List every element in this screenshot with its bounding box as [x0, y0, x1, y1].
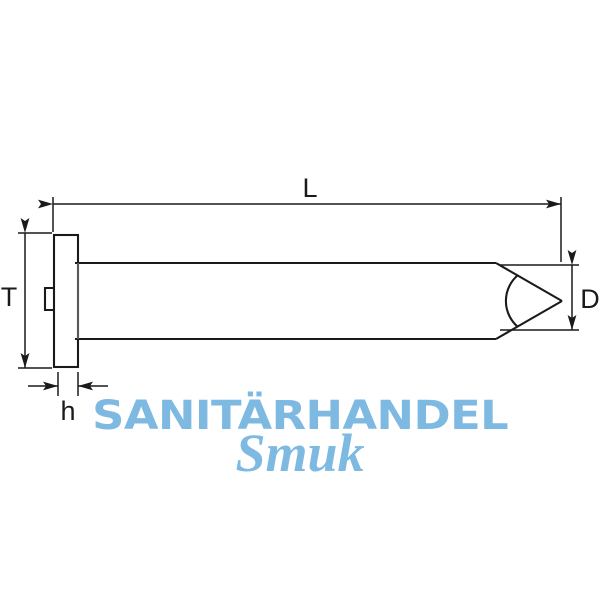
dimension-D	[500, 250, 579, 331]
watermark-line-2: Smuk	[235, 423, 364, 483]
dim-label-h: h	[60, 396, 75, 426]
watermark-line-1: SANITÄRHANDEL	[92, 391, 508, 439]
dimension-T	[18, 218, 52, 369]
dimension-h	[28, 372, 108, 396]
head-flange	[52, 233, 80, 369]
part-outline	[43, 233, 563, 369]
watermark: SANITÄRHANDEL Smuk	[92, 391, 508, 483]
point-cone-upper	[495, 262, 563, 302]
point-transition-arc	[504, 274, 519, 328]
dim-label-L: L	[302, 173, 317, 203]
dimension-L	[38, 197, 562, 262]
point-cone-lower	[495, 300, 563, 340]
dim-label-D: D	[580, 284, 600, 314]
dim-label-T: T	[1, 282, 18, 312]
head-nub	[43, 286, 54, 312]
